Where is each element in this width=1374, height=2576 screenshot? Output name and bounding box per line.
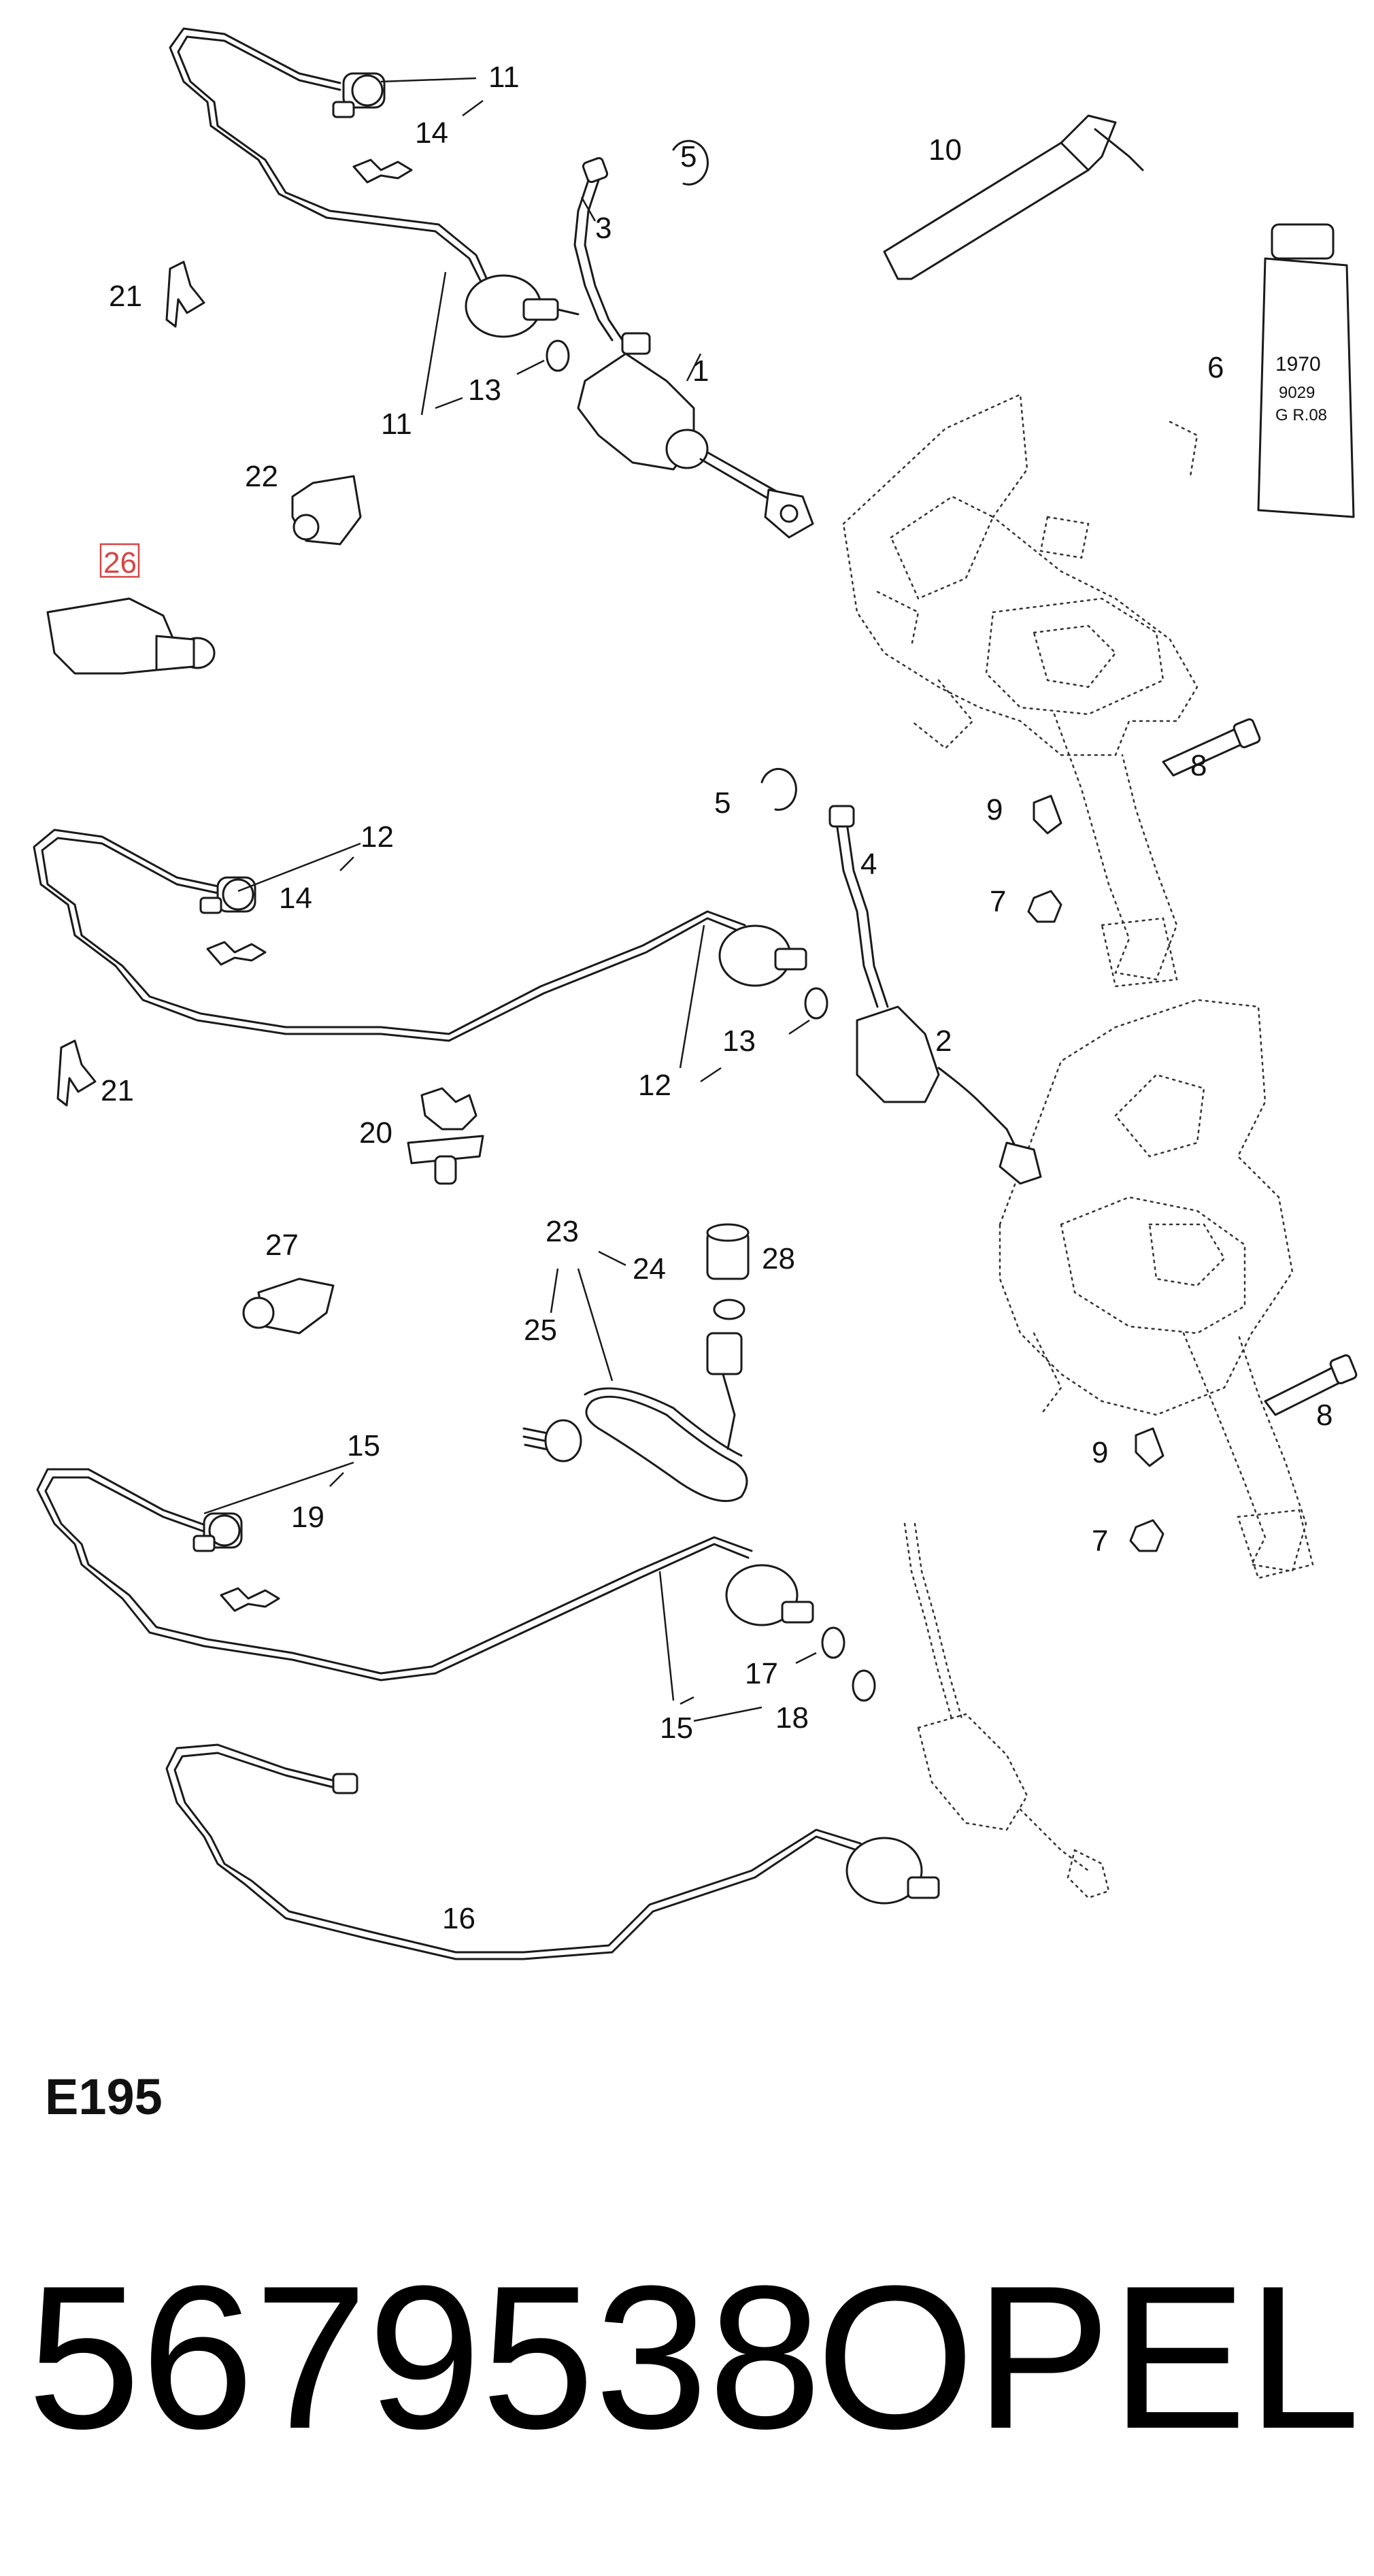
callout-20[interactable]: 20 xyxy=(359,1116,392,1150)
callout-19[interactable]: 19 xyxy=(291,1501,324,1534)
footer: 5679538 OPEL xyxy=(27,2245,1360,2469)
pedal-box-upper xyxy=(842,393,1199,988)
clutch-line-12 xyxy=(33,829,807,1042)
callout-17[interactable]: 17 xyxy=(745,1657,778,1690)
callout-12[interactable]: 12 xyxy=(638,1069,671,1102)
grease-gun-10 xyxy=(883,114,1144,280)
cylinder-ghost-lower xyxy=(903,1522,1110,1899)
callout-21[interactable]: 21 xyxy=(101,1074,134,1107)
clip-22 xyxy=(291,475,362,546)
washer-18 xyxy=(852,1669,876,1702)
callout-14[interactable]: 14 xyxy=(415,116,448,150)
callout-22[interactable]: 22 xyxy=(245,460,278,493)
callout-10[interactable]: 10 xyxy=(928,133,962,167)
washer-13-top xyxy=(546,339,570,372)
clutch-line-16 xyxy=(165,1743,940,1960)
clip-14-top xyxy=(352,158,413,184)
callout-11[interactable]: 11 xyxy=(488,61,520,94)
callout-11[interactable]: 11 xyxy=(381,407,412,441)
callout-4[interactable]: 4 xyxy=(860,848,877,881)
callout-21[interactable]: 21 xyxy=(109,280,142,313)
callout-15[interactable]: 15 xyxy=(347,1429,380,1462)
bolt-8-top xyxy=(1162,718,1261,777)
clip-27 xyxy=(242,1277,335,1335)
clip-21-mid xyxy=(56,1039,97,1107)
washer-13-mid xyxy=(804,987,828,1020)
svg-text:1970: 1970 xyxy=(1275,353,1321,375)
callout-28[interactable]: 28 xyxy=(762,1242,795,1275)
leader-lines xyxy=(203,77,817,1722)
nut-7-lower xyxy=(1129,1519,1164,1552)
callout-8[interactable]: 8 xyxy=(1190,749,1207,782)
clip-9-lower xyxy=(1135,1427,1164,1467)
washer-24 xyxy=(713,1299,745,1320)
clip-9-top xyxy=(1033,794,1062,835)
brand-name: OPEL xyxy=(816,2243,1360,2471)
callout-12[interactable]: 12 xyxy=(361,820,394,854)
cylinder-2 xyxy=(828,805,1042,1185)
nut-7-top xyxy=(1027,890,1062,923)
svg-text:G R.08: G R.08 xyxy=(1275,406,1327,424)
svg-text:9029: 9029 xyxy=(1279,384,1315,402)
clip-14-mid xyxy=(206,941,267,966)
part-number: 5679538 xyxy=(27,2243,822,2471)
callout-16[interactable]: 16 xyxy=(442,1902,475,1935)
callout-9[interactable]: 9 xyxy=(986,793,1003,826)
callout-3[interactable]: 3 xyxy=(595,212,611,245)
callout-8[interactable]: 8 xyxy=(1316,1399,1333,1432)
hose-23 xyxy=(584,1332,748,1503)
callout-1[interactable]: 1 xyxy=(692,354,709,388)
callout-18[interactable]: 18 xyxy=(775,1701,809,1735)
callout-24[interactable]: 24 xyxy=(633,1252,666,1286)
master-cylinder-1 xyxy=(573,156,814,539)
grease-tube-6: 1970 9029 G R.08 xyxy=(1257,223,1355,518)
washer-17 xyxy=(821,1626,845,1659)
callout-25[interactable]: 25 xyxy=(524,1314,557,1347)
clip-19 xyxy=(220,1587,280,1612)
callout-7[interactable]: 7 xyxy=(990,885,1006,918)
callout-14[interactable]: 14 xyxy=(279,882,312,915)
callout-26[interactable]: 26 xyxy=(103,546,137,580)
exploded-parts-diagram: 1970 9029 G R.08 xyxy=(33,27,1358,1960)
callout-9[interactable]: 9 xyxy=(1092,1436,1108,1469)
pedal-box-lower xyxy=(999,999,1314,1579)
clip-20 xyxy=(407,1087,484,1185)
bolt-25 xyxy=(522,1419,582,1462)
callout-13[interactable]: 13 xyxy=(722,1024,756,1058)
callout-7[interactable]: 7 xyxy=(1092,1524,1108,1558)
callouts: 11 14 5 10 3 21 1 6 13 11 22 26 8 5 9 12… xyxy=(99,61,1333,1935)
callout-6[interactable]: 6 xyxy=(1207,351,1224,384)
bolt-8-lower xyxy=(1264,1354,1358,1416)
clip-21-top xyxy=(165,261,205,328)
callout-26-highlight xyxy=(99,543,140,578)
elbow-connector-26 xyxy=(46,597,216,675)
clutch-line-15 xyxy=(36,1468,814,1682)
diagram-code: E195 xyxy=(45,2069,163,2125)
callout-5[interactable]: 5 xyxy=(714,786,731,820)
callout-27[interactable]: 27 xyxy=(265,1228,299,1262)
circlip-5-top xyxy=(672,139,709,186)
circlip-5-mid xyxy=(760,767,797,811)
callout-5[interactable]: 5 xyxy=(680,140,697,173)
callout-15[interactable]: 15 xyxy=(660,1711,693,1745)
callout-13[interactable]: 13 xyxy=(468,373,501,407)
callout-23[interactable]: 23 xyxy=(546,1215,579,1248)
callout-2[interactable]: 2 xyxy=(935,1024,952,1058)
clutch-line-11 xyxy=(169,27,580,338)
sleeve-28 xyxy=(706,1223,750,1280)
